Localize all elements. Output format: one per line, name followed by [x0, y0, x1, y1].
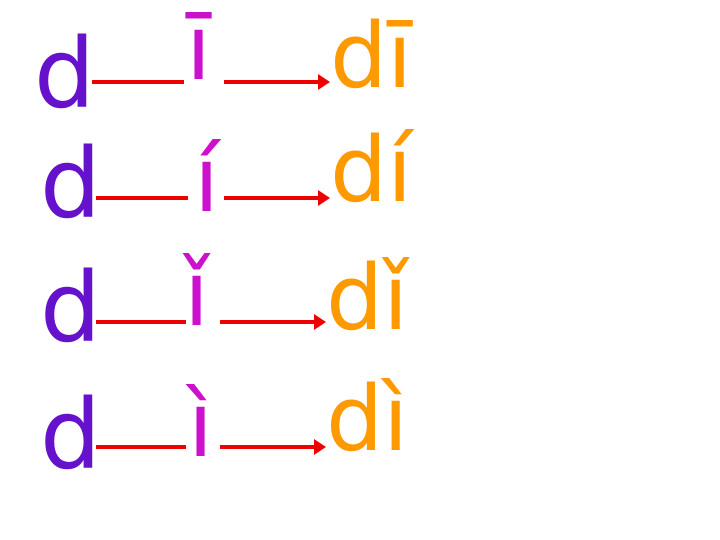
arrow-icon	[224, 74, 330, 90]
tone-row-3: d ǐ dǐ	[0, 250, 720, 370]
final-vowel: í	[194, 128, 220, 233]
final-vowel: ì	[188, 373, 214, 478]
syllable-result: dī	[330, 4, 413, 109]
tone-row-4: d ì dì	[0, 375, 720, 495]
syllable-result: dì	[326, 367, 409, 472]
connector-line	[96, 445, 186, 449]
connector-line	[96, 320, 186, 324]
connector-line	[92, 80, 184, 84]
tone-row-2: d í dí	[0, 120, 720, 240]
final-vowel: ǐ	[184, 242, 210, 347]
arrow-icon	[220, 314, 326, 330]
initial-letter: d	[40, 128, 101, 240]
final-vowel: ī	[186, 0, 212, 101]
syllable-result: dí	[330, 118, 413, 223]
tone-row-1: d ī dī	[0, 0, 720, 130]
initial-letter: d	[40, 252, 101, 364]
arrow-icon	[220, 439, 326, 455]
connector-line	[96, 196, 188, 200]
arrow-icon	[224, 190, 330, 206]
syllable-result: dǐ	[326, 246, 409, 351]
initial-letter: d	[34, 18, 95, 130]
initial-letter: d	[40, 379, 101, 491]
